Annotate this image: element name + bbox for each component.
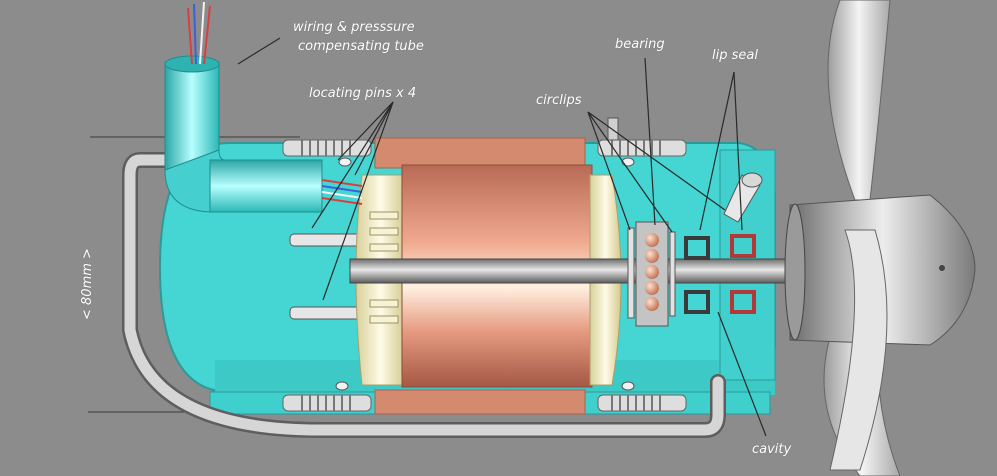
bearing-balls [645,233,659,311]
label-wiring-line1: wiring & presssure [293,20,415,35]
stator-top-band [374,137,586,169]
circlip-right [669,231,676,317]
label-locating-pins: locating pins x 4 [309,86,417,101]
label-cavity: cavity [752,442,792,457]
locating-pin-screws [282,117,687,412]
propeller-blade-top [827,0,891,201]
wiring-tube [164,55,323,213]
leader-lines [237,37,767,437]
label-wiring-line2: compensating tube [298,39,424,54]
lip-seals [684,234,756,314]
circlip-left [627,227,635,319]
label-circlips: circlips [536,93,582,108]
propeller-blade-front [829,229,888,471]
fill-nozzle [723,172,763,223]
label-lip-seal: lip seal [712,48,758,63]
screw-top-left [282,139,372,157]
screw-bottom-right [597,394,687,412]
wires [187,1,363,205]
screw-bottom-left [282,394,372,412]
propeller [784,0,976,476]
drive-shaft [349,258,811,284]
screw-top-right [597,139,687,157]
left-cap-slots [369,211,399,324]
stator-bottom-band [374,389,586,415]
label-bearing: bearing [615,37,665,52]
label-dimension: < 80mm > [80,248,95,320]
